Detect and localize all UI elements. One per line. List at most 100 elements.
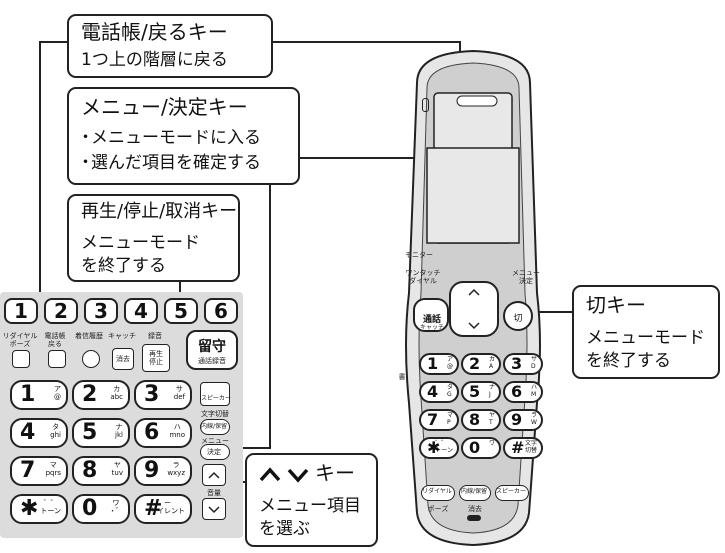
- callout-updown-title: キー: [315, 461, 355, 485]
- naisen-key-label: 内線/保留: [201, 423, 228, 430]
- handset-naisen-label: 内線/保留: [460, 488, 488, 495]
- base-unit: 1 2 3 4 5 6 リダイヤル ポーズ 電話帳 戻る 着信履歴 キャッチ 録…: [0, 292, 243, 538]
- handset-speaker-label: スピーカー: [496, 488, 527, 495]
- handset-off-key[interactable]: 切: [503, 301, 533, 331]
- handset-call-label: 通話: [422, 315, 441, 325]
- callout-updown-line1: メニュー項目: [259, 496, 361, 516]
- callout-off: 切キー メニューモード を終了する: [572, 285, 720, 379]
- naisen-key[interactable]: 内線/保留: [200, 419, 230, 435]
- speaker-key-label: スピーカー: [201, 395, 232, 402]
- handset-call-sub: キャッチ: [419, 324, 444, 331]
- label-record: 録音: [148, 332, 162, 340]
- handset-nav-ring[interactable]: [449, 281, 499, 337]
- chevron-up-icon: [208, 471, 220, 479]
- handset-off-label: 切: [513, 314, 523, 324]
- callout-menu-line1: メニューモードに入る: [91, 128, 261, 148]
- callout-menu-title: メニュー/決定キー: [81, 95, 248, 119]
- catch-key[interactable]: 消去: [112, 348, 134, 370]
- up-key[interactable]: [202, 464, 226, 486]
- handset-redial-label: リダイヤル: [422, 488, 452, 495]
- callout-off-line2: を終了する: [586, 351, 671, 371]
- callout-menu-line2: 選んだ項目を確定する: [91, 153, 261, 173]
- catch-key-label: 消去: [116, 355, 130, 363]
- callout-play-line1: メニューモード: [81, 233, 200, 253]
- label-moji: 文字切替: [201, 410, 229, 418]
- callout-off-line1: メニューモード: [586, 328, 705, 348]
- base-key-star[interactable]: ✱゛゜ トーン: [10, 494, 68, 524]
- function-key-row: 1 2 3 4 5 6: [4, 298, 240, 326]
- function-key-6[interactable]: 6: [204, 298, 238, 324]
- bullet-icon: ・: [77, 128, 94, 148]
- nav-arrows-icon: [468, 288, 480, 330]
- handset-earpiece-indicator: [422, 98, 429, 112]
- kettei-key[interactable]: 決定: [200, 444, 230, 460]
- callout-menu-line1-row: ・メニューモードに入る: [77, 127, 261, 149]
- handset-key-star[interactable]: ✱゛゜ トーン: [419, 437, 459, 459]
- callout-updown-title-row: キー: [257, 461, 377, 487]
- history-key[interactable]: [82, 350, 100, 368]
- base-key-hash[interactable]: #ー サイレント: [134, 494, 192, 524]
- play-stop-key[interactable]: 再生 停止: [142, 344, 170, 372]
- callout-phonebook: 電話帳/戻るキー 1つ上の階層に戻る: [67, 14, 273, 78]
- kettei-key-label: 決定: [207, 448, 221, 456]
- callout-menu-line2-row: ・選んだ項目を確定する: [77, 152, 261, 174]
- callout-off-title: 切キー: [586, 293, 646, 317]
- callout-updown-line2: を選ぶ: [259, 519, 310, 539]
- speaker-key[interactable]: スピーカー: [200, 382, 232, 406]
- redial-key[interactable]: [12, 350, 30, 368]
- handset-call-key[interactable]: 通話 キャッチ: [413, 298, 449, 332]
- function-key-2[interactable]: 2: [44, 298, 78, 324]
- function-key-4[interactable]: 4: [124, 298, 158, 324]
- phonebook-key[interactable]: [48, 350, 66, 368]
- handset-monitor-label: モニター: [405, 251, 433, 259]
- rusu-key-label: 留守: [198, 339, 226, 355]
- handset-naisen-key[interactable]: 内線/保留: [459, 485, 491, 501]
- function-key-5[interactable]: 5: [164, 298, 198, 324]
- bullet-icon: ・: [77, 153, 94, 173]
- line-menu-base: [240, 185, 271, 449]
- handset-menu-kettei-label: メニュー 決定: [512, 269, 540, 285]
- function-key-3[interactable]: 3: [84, 298, 118, 324]
- handset-speaker-key[interactable]: スピーカー: [495, 485, 529, 501]
- label-redial: リダイヤル ポーズ: [2, 332, 38, 348]
- handset-erase-label: 消去: [468, 505, 482, 513]
- chevron-down-icon: [208, 506, 220, 514]
- function-key-1[interactable]: 1: [4, 298, 38, 324]
- callout-play: 再生/停止/取消キー メニューモード を終了する: [67, 194, 240, 282]
- handset-book-label: 書: [398, 373, 406, 381]
- callout-phonebook-line1: 1つ上の階層に戻る: [81, 50, 228, 70]
- chevron-down-icon: [287, 468, 309, 483]
- label-history: 着信履歴: [75, 332, 103, 340]
- label-phonebook: 電話帳 戻る: [44, 332, 66, 348]
- rusu-key[interactable]: 留守 通話録音: [186, 330, 238, 370]
- handset-key-hash[interactable]: #文字 切替: [503, 437, 543, 459]
- callout-play-line2: を終了する: [81, 256, 166, 276]
- label-catch: キャッチ: [108, 332, 136, 340]
- handset-redial-key[interactable]: リダイヤル: [421, 485, 455, 501]
- down-key[interactable]: [202, 498, 226, 520]
- chevron-up-icon: [259, 467, 281, 482]
